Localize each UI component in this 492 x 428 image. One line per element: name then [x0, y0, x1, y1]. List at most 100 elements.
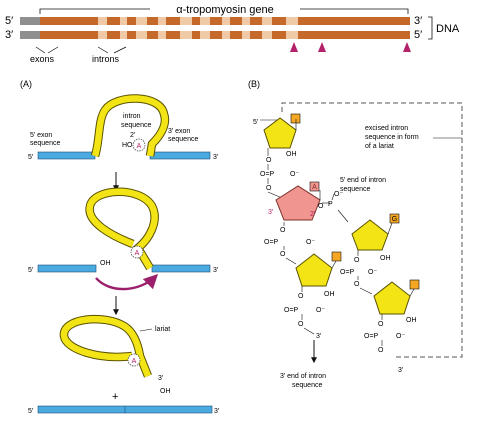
exons-pointer [35, 46, 59, 54]
s3-oh: OH [324, 291, 335, 298]
step3-oh: OH [160, 388, 171, 395]
strand-top-5prime: 5′ [5, 15, 13, 27]
intron5-label-2: sequence [340, 186, 370, 193]
base-a-label: A [312, 184, 317, 191]
panel-a: (A) A intron sequence 2′ HO 5′ exon sequ… [20, 79, 220, 415]
panel-a-label: (A) [20, 79, 32, 89]
sg-op: O=P [340, 269, 355, 276]
s3-op: O=P [284, 307, 299, 314]
sugar-4: OH O O=P O⁻ O 3′ [364, 279, 420, 374]
attack-arrow [95, 273, 159, 291]
s4-ominus: O⁻ [396, 333, 405, 340]
exon-blocks [98, 17, 298, 39]
panel-b: (B) excised intron sequence in form of a… [248, 79, 463, 389]
s1-o2: O [266, 185, 272, 192]
intron-label-2: sequence [121, 122, 151, 129]
adenine-circle-3 [127, 353, 141, 367]
branch-3prime: 3′ [268, 209, 274, 216]
exon5-label-2: sequence [30, 140, 60, 147]
step-3: A lariat 3′ OH + 5′ 3′ [28, 314, 220, 415]
adenine-label: A [137, 143, 142, 150]
branch-2prime: 2′ [310, 211, 316, 218]
base-4 [409, 279, 420, 290]
oh-label-2: OH [100, 260, 111, 267]
lariat-loop [60, 315, 152, 378]
lariat-boundary [281, 102, 463, 358]
gene-title: α-tropomyosin gene [176, 4, 273, 16]
title-bg [150, 4, 300, 15]
exon3-bar-2 [151, 264, 211, 273]
lariat-label: lariat [155, 326, 170, 333]
exon5-bar-2 [37, 264, 97, 273]
s1-o: O [266, 157, 272, 164]
exon3-bar [149, 151, 211, 160]
dna-label: DNA [436, 23, 460, 35]
callout-2: sequence in form [365, 134, 419, 141]
sugar-1: 5′ OH O O=P O⁻ O [253, 113, 301, 199]
s3-o: O [298, 293, 304, 300]
s1-5prime: 5′ [253, 119, 259, 126]
s2-op: O=P [264, 239, 279, 246]
sugar-g: G OH O O=P O⁻ O [337, 209, 400, 295]
sg-oh: OH [380, 255, 391, 262]
lariat-pointer [139, 328, 153, 332]
s1-op: O=P [260, 171, 275, 178]
base-g-label: G [392, 216, 397, 223]
s1-oh: OH [286, 151, 297, 158]
plus-sign: + [112, 391, 118, 403]
ho-label: HO [122, 142, 133, 149]
step1-5prime: 5′ [28, 154, 34, 161]
s2-o2: O [280, 251, 286, 258]
sugar-3: OH O O=P O⁻ O 3′ 3′ end of intron sequen… [280, 251, 342, 389]
s4-oh: OH [406, 317, 417, 324]
sg-ominus: O⁻ [368, 269, 377, 276]
marker-1 [290, 42, 298, 52]
step2-3prime: 3′ [213, 267, 219, 274]
step3-3prime: 3′ [158, 375, 164, 382]
intron5-label-1: 5′ end of intron [340, 177, 386, 184]
adenine-circle [132, 138, 146, 152]
branch-ominus: O⁻ [334, 191, 343, 198]
s4-o: O [378, 321, 384, 328]
adenine-circle-2 [130, 245, 144, 259]
branch-p: P [328, 201, 333, 208]
introns-label: introns [92, 54, 120, 64]
intron-loop2 [86, 188, 158, 270]
intron3-label-1: 3′ end of intron [280, 373, 326, 380]
s3-3prime: 3′ [316, 333, 322, 340]
exon5-bar [37, 151, 96, 160]
exon5-label-1: 5′ exon [30, 132, 52, 139]
s2-ominus: O⁻ [306, 239, 315, 246]
base-3 [331, 251, 342, 262]
sugar-2-branch: A 3′ 2′ O P O⁻ 5′ end of intron sequence… [264, 177, 386, 265]
s1-ominus: O⁻ [290, 171, 299, 178]
strand-bottom-5prime: 5′ [414, 29, 422, 41]
callout-3: of a lariat [365, 143, 394, 150]
base-1 [290, 113, 301, 124]
step3-3prime-b: 3′ [214, 408, 220, 415]
callout-1: excised intron [365, 125, 408, 132]
step2-5prime: 5′ [28, 267, 34, 274]
splice-markers [290, 42, 411, 52]
base-a [309, 181, 320, 192]
strand-top-3prime: 3′ [414, 15, 422, 27]
step-1: A intron sequence 2′ HO 5′ exon sequence… [28, 94, 219, 161]
s2-o: O [280, 227, 286, 234]
strand-bottom-3prime: 3′ [5, 29, 13, 41]
two-prime-label: 2′ [130, 132, 136, 139]
sg-o: O [354, 257, 360, 264]
exon3-label-2: sequence [168, 136, 198, 143]
ribose-4 [373, 281, 411, 315]
exons-label: exons [30, 54, 55, 64]
intron-loop [91, 95, 169, 157]
intron3-label-2: sequence [292, 382, 322, 389]
ribose-1 [263, 117, 297, 149]
panel-b-label: (B) [248, 79, 260, 89]
s3-ominus: O⁻ [316, 307, 325, 314]
introns-pointer [97, 46, 127, 54]
s4-op: O=P [364, 333, 379, 340]
exon3-label-1: 3′ exon [168, 128, 190, 135]
marker-2 [318, 42, 326, 52]
step3-5prime: 5′ [28, 408, 34, 415]
